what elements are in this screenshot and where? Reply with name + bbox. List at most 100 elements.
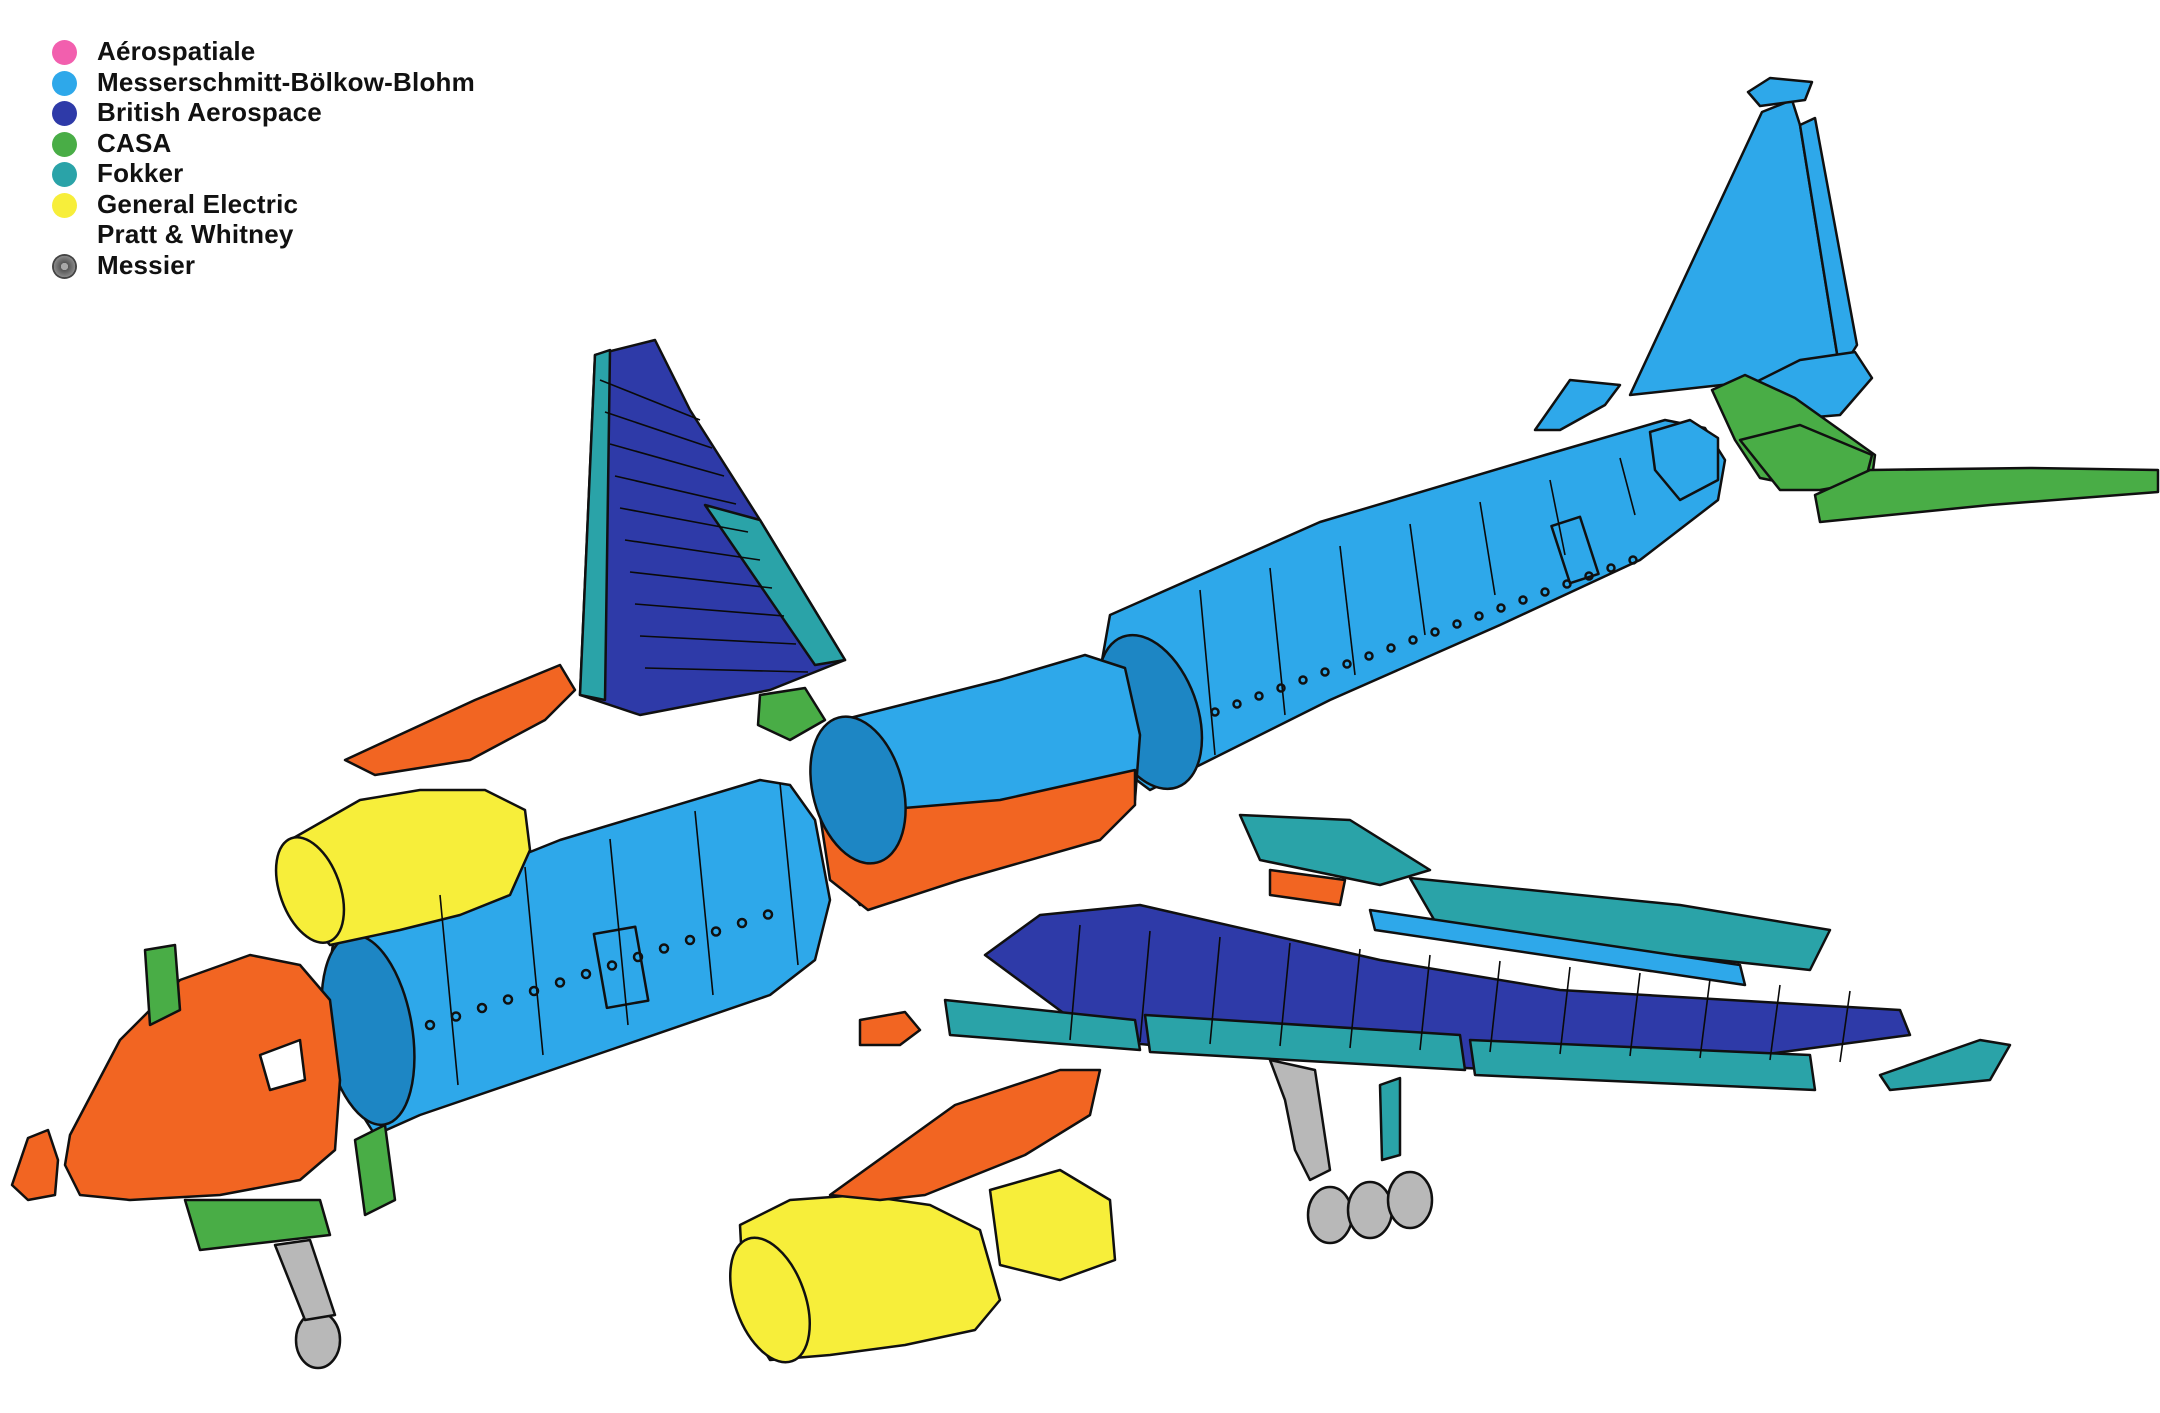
main-gear-wheel <box>1306 1185 1354 1245</box>
mid-section-frame <box>809 715 907 865</box>
rear-fuselage <box>1093 418 1727 792</box>
wing-root-fairing <box>1268 868 1347 907</box>
fuselage-frame-seam <box>1479 501 1496 596</box>
nose-gear-strut <box>273 1238 337 1322</box>
wing-rib-line <box>634 603 785 617</box>
fuselage-frame-seam <box>779 782 799 966</box>
fin-fairing-small <box>1533 378 1622 432</box>
fuselage-frame-seam <box>1619 457 1636 516</box>
main-gear-strut <box>1268 1058 1332 1182</box>
wing-rib-line <box>1769 984 1781 1061</box>
right-wing-tip <box>1878 1038 2012 1092</box>
window-porthole <box>658 943 670 954</box>
window-porthole <box>1408 635 1418 645</box>
wing-rib-line <box>1489 960 1501 1053</box>
left-wing-trailing-edge <box>578 348 612 702</box>
left-wing-leading-edge <box>703 503 847 667</box>
legend-label: CASA <box>97 127 172 158</box>
window-porthole <box>710 926 722 937</box>
window-porthole <box>1474 611 1484 621</box>
window-porthole <box>1430 627 1440 637</box>
stabilizer-right <box>1813 466 2160 524</box>
window-porthole <box>1342 659 1352 669</box>
window-porthole <box>1276 683 1286 693</box>
engine-pylon <box>828 1068 1102 1202</box>
wing-rib-line <box>1349 948 1361 1049</box>
nose-cockpit-body <box>63 953 342 1202</box>
window-porthole <box>1540 587 1550 597</box>
wing-rib-line <box>629 571 773 589</box>
legend-label: Fokker <box>97 158 184 188</box>
wing-rib-line <box>1279 942 1291 1047</box>
wing-rib-line <box>1069 924 1081 1041</box>
wing-rib-line <box>1559 966 1571 1055</box>
fuselage-frame-seam <box>1409 523 1426 636</box>
rudder <box>1798 116 1859 374</box>
wing-rib-line <box>609 443 725 477</box>
radome <box>10 1128 60 1202</box>
window-porthole <box>580 968 592 980</box>
wing-rib-line <box>1699 978 1711 1059</box>
pylon-fairing <box>858 1010 922 1047</box>
left-wing-flap-track <box>756 686 827 742</box>
fuselage-frame-seam <box>609 838 629 1026</box>
cockpit-window <box>258 1038 307 1092</box>
fuselage-frame-seam <box>524 866 544 1056</box>
passenger-door <box>592 925 650 1010</box>
window-porthole <box>1320 667 1330 677</box>
right-engine-inlet <box>729 1236 811 1364</box>
right-wing-spoilers <box>1368 908 1747 987</box>
wing-rib-line <box>1139 930 1151 1043</box>
window-porthole <box>424 1019 436 1031</box>
mid-fuselage <box>809 653 1142 912</box>
right-wing <box>943 813 2012 1092</box>
window-porthole <box>502 994 514 1005</box>
left-wing-box <box>578 338 847 717</box>
window-porthole <box>606 960 618 971</box>
legend-label: British Aerospace <box>97 97 322 127</box>
window-porthole <box>1386 643 1396 653</box>
wing-rib-line <box>639 635 797 645</box>
engines <box>274 788 1117 1364</box>
fuselage-frame-seam <box>439 894 459 1086</box>
wing-rib-line <box>1839 990 1851 1063</box>
right-wing-leading-edge <box>1238 813 1432 887</box>
main-gear-wheel <box>1386 1170 1434 1230</box>
window-porthole <box>632 951 644 963</box>
wing-rib-line <box>644 667 809 673</box>
fuselage-frame-seam <box>1339 545 1356 676</box>
window-porthole <box>476 1002 488 1014</box>
nose-section <box>10 943 397 1252</box>
forward-fuselage <box>320 778 832 1137</box>
right-wing-flap-2 <box>1143 1013 1467 1072</box>
wing-rib-line <box>599 379 701 421</box>
window-porthole <box>1606 563 1616 573</box>
window-porthole <box>1364 651 1374 661</box>
window-porthole <box>528 985 540 997</box>
legend-label: Messier <box>97 249 196 280</box>
nose-gear-wheel <box>294 1310 342 1370</box>
legend-dot-icon <box>52 192 77 218</box>
right-wing-flap-3 <box>1468 1038 1817 1092</box>
legend-dot-icon <box>52 131 77 157</box>
window-porthole <box>1584 571 1594 581</box>
window-porthole <box>1254 691 1264 701</box>
window-porthole <box>554 977 566 988</box>
gear-door <box>1378 1076 1402 1162</box>
wing-rib-line <box>619 507 749 533</box>
legend-dot-icon <box>52 162 77 187</box>
legend-dot-icon <box>52 253 77 279</box>
legend-label: Messerschmitt-Bölkow-Blohm <box>97 66 475 97</box>
nose-gear-bay <box>183 1198 332 1252</box>
landing-gear <box>273 1058 1434 1370</box>
window-porthole <box>1210 707 1220 717</box>
wing-rib-line <box>1419 954 1431 1051</box>
wing-center-box <box>818 768 1137 912</box>
horizontal-stabilizer <box>1710 373 2160 524</box>
window-porthole <box>450 1011 462 1022</box>
wing-rib-line <box>614 475 737 505</box>
main-gear-wheel <box>1346 1180 1394 1240</box>
left-wing <box>343 338 847 777</box>
fuselage-frame-seam <box>694 810 714 996</box>
legend-dot-icon <box>52 70 77 96</box>
